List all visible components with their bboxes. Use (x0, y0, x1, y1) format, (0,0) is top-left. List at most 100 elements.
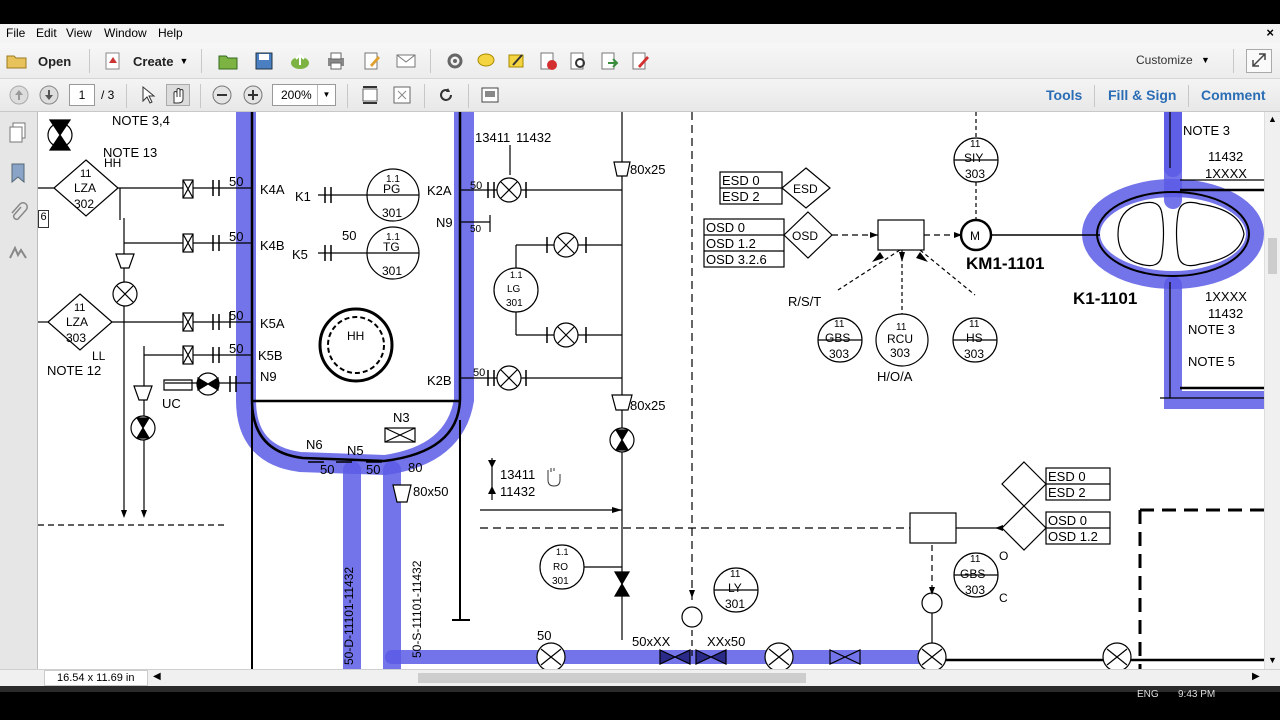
vertical-scrollbar[interactable]: ▲ ▼ (1264, 112, 1280, 669)
signature-icon[interactable] (8, 242, 28, 264)
toolbar-divider (126, 84, 127, 108)
folder-icon (6, 55, 27, 69)
pg301-number: 1.1 (386, 174, 400, 185)
fit-page-icon[interactable] (360, 85, 380, 105)
full-screen-icon[interactable] (392, 85, 412, 105)
find-document-icon[interactable] (568, 51, 588, 71)
next-page-icon[interactable] (39, 85, 59, 105)
expand-window-button[interactable] (1246, 49, 1272, 73)
gear-icon[interactable] (445, 51, 465, 71)
gbs303b-type: GBS (960, 567, 985, 581)
esd-diamond-label: ESD (793, 182, 818, 196)
tools-pane-link[interactable]: Tools (1046, 87, 1083, 103)
process-line-highlight (236, 112, 1264, 669)
ro301-type: RO (553, 562, 568, 573)
hs303-loop: 303 (964, 347, 984, 361)
navigation-pane: 6 (0, 112, 49, 669)
logic-boxes (47, 159, 1111, 551)
upload-cloud-icon[interactable] (290, 51, 310, 71)
size-50-bottom: 50 (537, 628, 551, 643)
gbs303b-loop: 303 (965, 583, 985, 597)
menu-file[interactable]: File (6, 26, 26, 40)
chevron-down-icon[interactable]: ▼ (1201, 55, 1210, 65)
lza302-loop: 302 (74, 197, 94, 211)
save-icon[interactable] (254, 51, 274, 71)
email-icon[interactable] (396, 51, 416, 71)
rotate-icon[interactable] (436, 85, 456, 105)
edit-document-icon[interactable] (362, 51, 382, 71)
lza303-alarm: LL (92, 349, 106, 363)
flange-marks (212, 180, 587, 463)
previous-page-icon[interactable] (9, 85, 29, 105)
menu-window[interactable]: Window (104, 26, 147, 40)
pid-drawing: NOTE 3,4 NOTE 13 NOTE 12 NOTE 3 NOTE 3 N… (38, 112, 1264, 669)
size-50-n6: 50 (320, 462, 334, 477)
scroll-down-icon[interactable]: ▼ (1268, 655, 1277, 665)
close-document-button[interactable]: × (1266, 25, 1274, 40)
vertical-scroll-thumb[interactable] (1268, 238, 1277, 274)
scroll-left-icon[interactable]: ◀ (153, 671, 161, 682)
select-cursor-icon[interactable] (138, 85, 158, 105)
nozzle-k1: K1 (295, 189, 311, 204)
zoom-out-icon[interactable] (212, 85, 232, 105)
size-50-k4b: 50 (229, 229, 243, 244)
attachment-icon[interactable] (8, 202, 28, 224)
pg301-type: PG (383, 182, 400, 196)
motor-symbol-label: M (970, 229, 980, 243)
instrument-bubbles (366, 137, 999, 613)
scroll-right-icon[interactable]: ▶ (1252, 671, 1260, 682)
osd12-label: OSD 1.2 (706, 236, 756, 251)
edit-pdf-icon[interactable] (630, 51, 650, 71)
menu-edit[interactable]: Edit (36, 26, 57, 40)
toolbar-divider (1188, 85, 1189, 107)
menu-help[interactable]: Help (158, 26, 183, 40)
create-button[interactable]: Create ▼ (103, 51, 188, 71)
flow-arrows (121, 174, 1003, 598)
lza303-number: 11 (74, 302, 85, 314)
open-button[interactable]: Open (6, 51, 71, 71)
nozzle-k5b: K5B (258, 348, 283, 363)
hs303-type: HS (966, 331, 983, 345)
line-1xxxx-right-top: 1XXXX (1205, 166, 1247, 181)
hand-tool-icon[interactable] (166, 84, 190, 106)
horizontal-scroll-thumb[interactable] (418, 673, 806, 683)
vessel-outline (250, 112, 470, 669)
os-taskbar: ENG 9:43 PM (0, 686, 1280, 720)
zoom-level-value: 200% (281, 88, 312, 102)
page-number-input[interactable]: 1 (69, 84, 95, 106)
ly301-type: LY (728, 581, 742, 595)
valves (47, 119, 1132, 669)
create-pdf-icon (105, 52, 120, 70)
page-size-readout: 16.54 x 11.69 in (57, 672, 135, 684)
read-mode-icon[interactable] (480, 85, 500, 105)
nozzle-n9-left: N9 (260, 369, 277, 384)
comment-pane-link[interactable]: Comment (1201, 87, 1266, 103)
print-icon[interactable] (326, 51, 346, 71)
zoom-level-select[interactable]: 200% ▼ (272, 84, 336, 106)
input-language[interactable]: ENG (1137, 689, 1159, 700)
system-clock[interactable]: 9:43 PM (1178, 689, 1216, 700)
bookmark-icon[interactable] (8, 162, 28, 184)
menu-view[interactable]: View (66, 26, 92, 40)
toolbar-divider (1094, 85, 1095, 107)
reducer-80x25-top: 80x25 (630, 162, 665, 177)
customize-label[interactable]: Customize (1136, 53, 1193, 67)
comment-bubble-icon[interactable] (476, 51, 496, 71)
rst-label: R/S/T (788, 294, 821, 309)
sign-icon[interactable] (507, 51, 527, 71)
main-toolbar: Open Create ▼ Customize ▼ (0, 43, 1280, 79)
page-thumbnails-icon[interactable] (8, 122, 28, 144)
scroll-up-icon[interactable]: ▲ (1268, 114, 1277, 124)
size-50-k4a: 50 (229, 174, 243, 189)
esd0-label: ESD 0 (722, 173, 760, 188)
nozzle-n3: N3 (393, 410, 410, 425)
nozzle-k2b: K2B (427, 373, 452, 388)
open-folder-icon[interactable] (218, 51, 238, 71)
motor-tag: KM1-1101 (966, 254, 1044, 273)
size-50-n9: 50 (470, 224, 482, 235)
delete-document-icon[interactable] (538, 51, 558, 71)
size-50-n5: 50 (366, 462, 380, 477)
zoom-in-icon[interactable] (243, 85, 263, 105)
fill-sign-pane-link[interactable]: Fill & Sign (1108, 87, 1177, 103)
export-document-icon[interactable] (599, 51, 619, 71)
